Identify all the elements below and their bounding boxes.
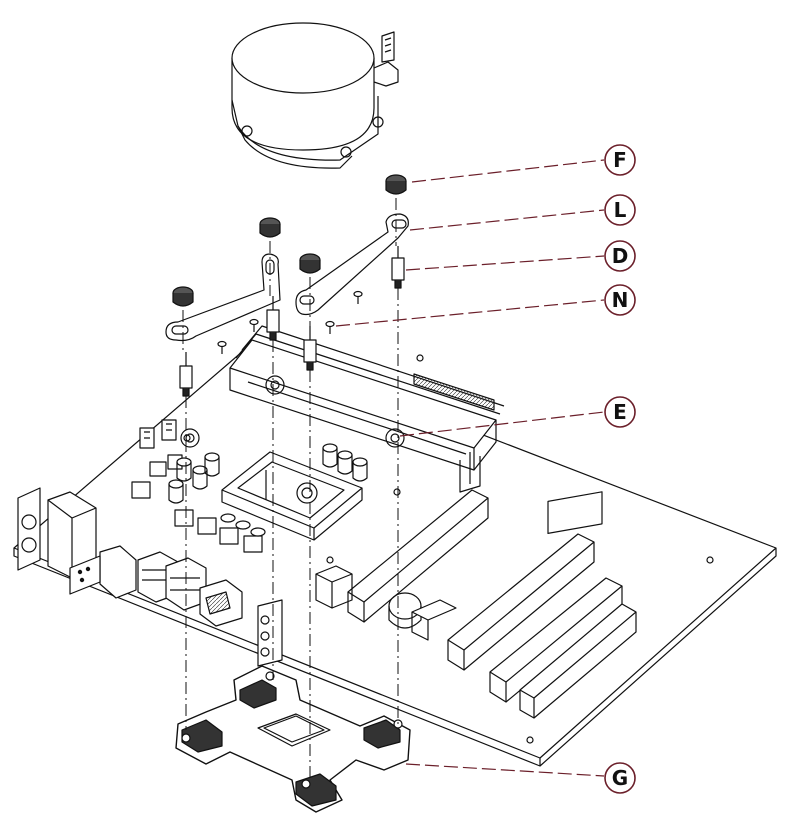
callout-ring [604,762,636,794]
callout-l: L [604,194,636,226]
callout-letter: F [613,148,627,172]
board-components [131,419,603,629]
callout-letter: N [612,288,629,312]
callout-d: D [604,240,636,272]
callout-e: E [604,396,636,428]
alignment-centerlines [182,198,399,782]
thumbscrew-nuts [172,174,407,307]
backplate [175,665,411,813]
pcie-slots [315,489,637,719]
ram-slots [180,325,505,493]
callout-letter: D [612,244,629,268]
callout-leaders [335,159,605,777]
callout-f: F [604,144,636,176]
callout-ring [604,240,636,272]
callout-letter: E [613,400,627,424]
small-screws [217,290,363,354]
callout-g: G [604,762,636,794]
standoffs [179,246,405,397]
callout-badges: F LDN E G [604,144,636,794]
callout-letter: G [612,766,628,790]
callout-letter: L [614,198,627,222]
mounting-brackets [165,213,409,342]
callout-ring [604,396,636,428]
callout-ring [604,144,636,176]
callout-n: N [604,284,636,316]
callout-ring [604,284,636,316]
cpu-socket [221,451,363,541]
pump-block [231,22,399,169]
callout-ring [604,194,636,226]
